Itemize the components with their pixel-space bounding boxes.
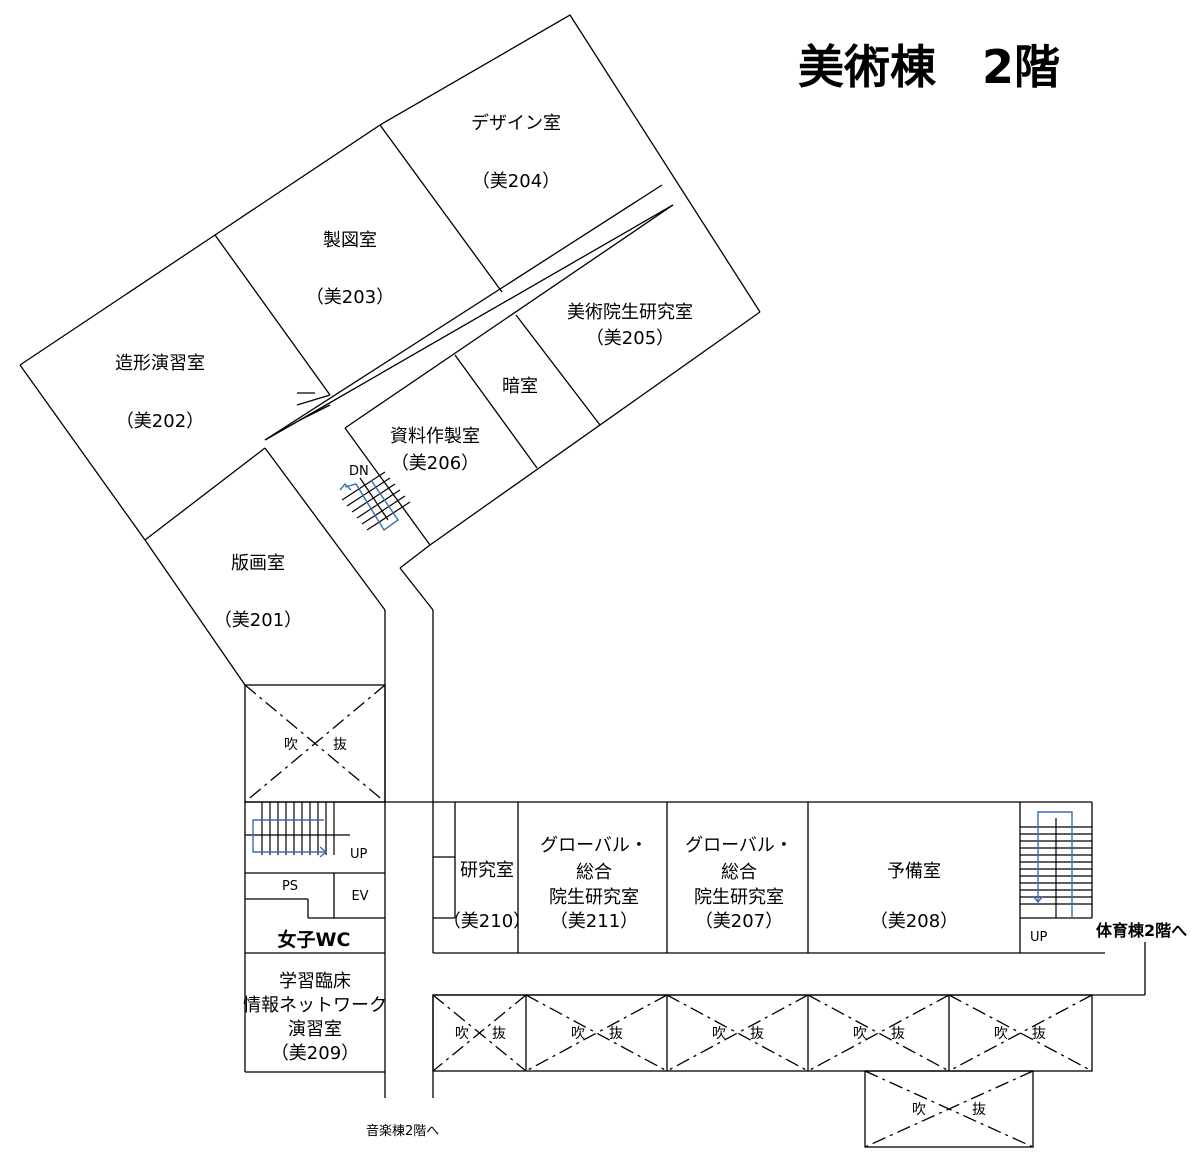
room-210-number: （美210）: [443, 911, 531, 932]
room-209-line2: 情報ネットワーク: [243, 995, 387, 1016]
room-206-name: 資料作製室: [390, 426, 480, 447]
stair-up-right: [1020, 811, 1092, 919]
diagonal-wing-walls: [19, 14, 761, 686]
room-211-number: （美211）: [550, 911, 638, 932]
room-209-line3: 演習室: [288, 1019, 342, 1040]
horizontal-wing-walls: [432, 802, 1146, 1148]
link-gym[interactable]: 体育棟2階へ: [1096, 921, 1187, 940]
room-201-name: 版画室: [231, 553, 285, 574]
room-201-number: （美201）: [214, 610, 302, 631]
void-label-right: 抜: [609, 1026, 623, 1042]
stair-dn: [339, 471, 411, 532]
room-211-line1: グローバル・: [540, 835, 648, 856]
void-label-right: 抜: [1032, 1026, 1046, 1042]
ev-label: EV: [351, 889, 368, 904]
void-area-strip: [432, 994, 1093, 1148]
room-207-line3: 院生研究室: [694, 887, 784, 908]
void-label-left: 吹: [712, 1026, 726, 1042]
room-dark-name: 暗室: [502, 376, 538, 397]
room-203-name: 製図室: [323, 230, 377, 251]
room-209-number: （美209）: [271, 1043, 359, 1064]
void-label-right: 抜: [333, 737, 347, 753]
stair-up-left-label: UP: [350, 847, 368, 862]
void-label-left: 吹: [571, 1026, 585, 1042]
wc-label: 女子WC: [278, 928, 351, 951]
void-label-left: 吹: [284, 737, 298, 753]
void-label-right: 抜: [750, 1026, 764, 1042]
void-label-left: 吹: [853, 1026, 867, 1042]
room-208-name: 予備室: [887, 861, 941, 882]
void-label-right: 抜: [972, 1102, 986, 1118]
vertical-wing-walls: [244, 610, 1092, 1098]
void-label-right: 抜: [891, 1026, 905, 1042]
room-211-line2: 総合: [576, 862, 612, 883]
room-202-number: （美202）: [116, 411, 204, 432]
room-209-line1: 学習臨床: [279, 971, 351, 992]
void-label-left: 吹: [994, 1026, 1008, 1042]
ps-label: PS: [282, 879, 298, 894]
stair-dn-label: DN: [349, 464, 369, 479]
room-206-number: （美206）: [391, 453, 479, 474]
room-207-line1: グローバル・: [685, 835, 793, 856]
void-label-right: 抜: [492, 1026, 506, 1042]
room-210-name: 研究室: [460, 860, 514, 881]
void-area: [244, 684, 386, 803]
room-203-number: （美203）: [306, 287, 394, 308]
void-label-left: 吹: [455, 1026, 469, 1042]
room-207-line2: 総合: [721, 862, 757, 883]
room-207-number: （美207）: [695, 911, 783, 932]
map-title: 美術棟 2階: [798, 40, 1060, 94]
room-205-number: （美205）: [586, 328, 674, 349]
room-204-number: （美204）: [472, 171, 560, 192]
stair-up-right-label: UP: [1030, 930, 1048, 945]
link-music[interactable]: 音楽棟2階へ: [366, 1123, 439, 1139]
void-label-left: 吹: [912, 1102, 926, 1118]
stair-up-left: [245, 802, 350, 858]
room-208-number: （美208）: [870, 911, 958, 932]
room-211-line3: 院生研究室: [549, 887, 639, 908]
room-204-name: デザイン室: [471, 113, 561, 134]
room-205-name: 美術院生研究室: [567, 302, 693, 323]
room-202-name: 造形演習室: [115, 353, 205, 374]
